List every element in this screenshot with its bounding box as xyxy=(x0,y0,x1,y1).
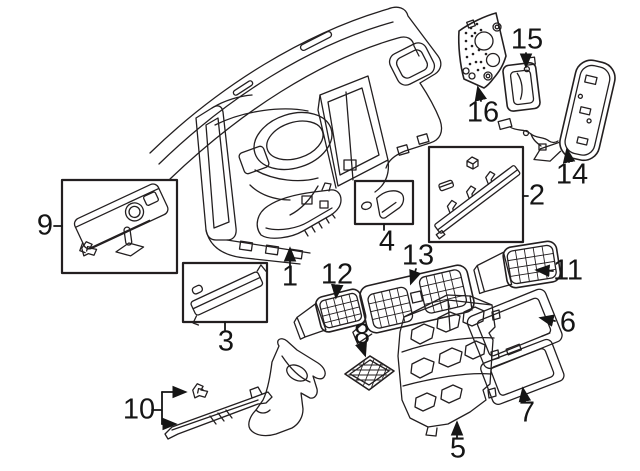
arrow-7 xyxy=(518,386,532,403)
arrow-6 xyxy=(538,314,556,327)
callout-8: 8 xyxy=(353,318,371,351)
callout-9: 9 xyxy=(36,209,54,242)
callout-16: 16 xyxy=(466,96,500,129)
part-3-trim-strip-box xyxy=(181,261,269,326)
plate-hole-dots xyxy=(464,22,488,72)
callout-2: 2 xyxy=(528,179,546,212)
callout-5: 5 xyxy=(449,432,467,465)
part-5-mounting-frame xyxy=(397,294,501,437)
arrow-14 xyxy=(562,147,576,164)
callout-4: 4 xyxy=(378,225,396,258)
arrow-13 xyxy=(409,268,422,286)
leader-10 xyxy=(151,391,163,425)
part-10-cowl-trim-group xyxy=(164,338,326,440)
part-9-trim-kit-box xyxy=(60,178,179,275)
callout-15: 15 xyxy=(510,23,544,56)
part-4-trim-pad-box xyxy=(353,179,415,226)
callout-3: 3 xyxy=(217,325,235,358)
callout-1: 1 xyxy=(281,260,299,293)
part-14-end-panel xyxy=(497,59,616,162)
part-11-air-vent xyxy=(473,240,562,295)
instrument-panel-illustration xyxy=(149,6,443,265)
part-14-wiring-harness xyxy=(497,117,559,151)
callout-7: 7 xyxy=(518,396,536,429)
part-1-trim-cover xyxy=(256,182,342,239)
arrow-16 xyxy=(474,85,487,102)
arrow-12 xyxy=(330,283,344,300)
callout-10: 10 xyxy=(122,393,156,426)
callout-13: 13 xyxy=(401,239,435,272)
arrow-8 xyxy=(355,341,367,358)
callout-12: 12 xyxy=(320,258,354,291)
callout-14: 14 xyxy=(555,158,589,191)
part-15-housing xyxy=(502,56,541,112)
callout-11: 11 xyxy=(552,254,584,287)
part-8-mesh-grille xyxy=(344,355,395,391)
part-16-mounting-plate xyxy=(457,12,507,89)
arrow-11 xyxy=(534,264,554,278)
callout-6: 6 xyxy=(559,306,577,339)
part-2-trim-strip-box xyxy=(427,145,525,244)
callout-arrows xyxy=(53,52,576,439)
